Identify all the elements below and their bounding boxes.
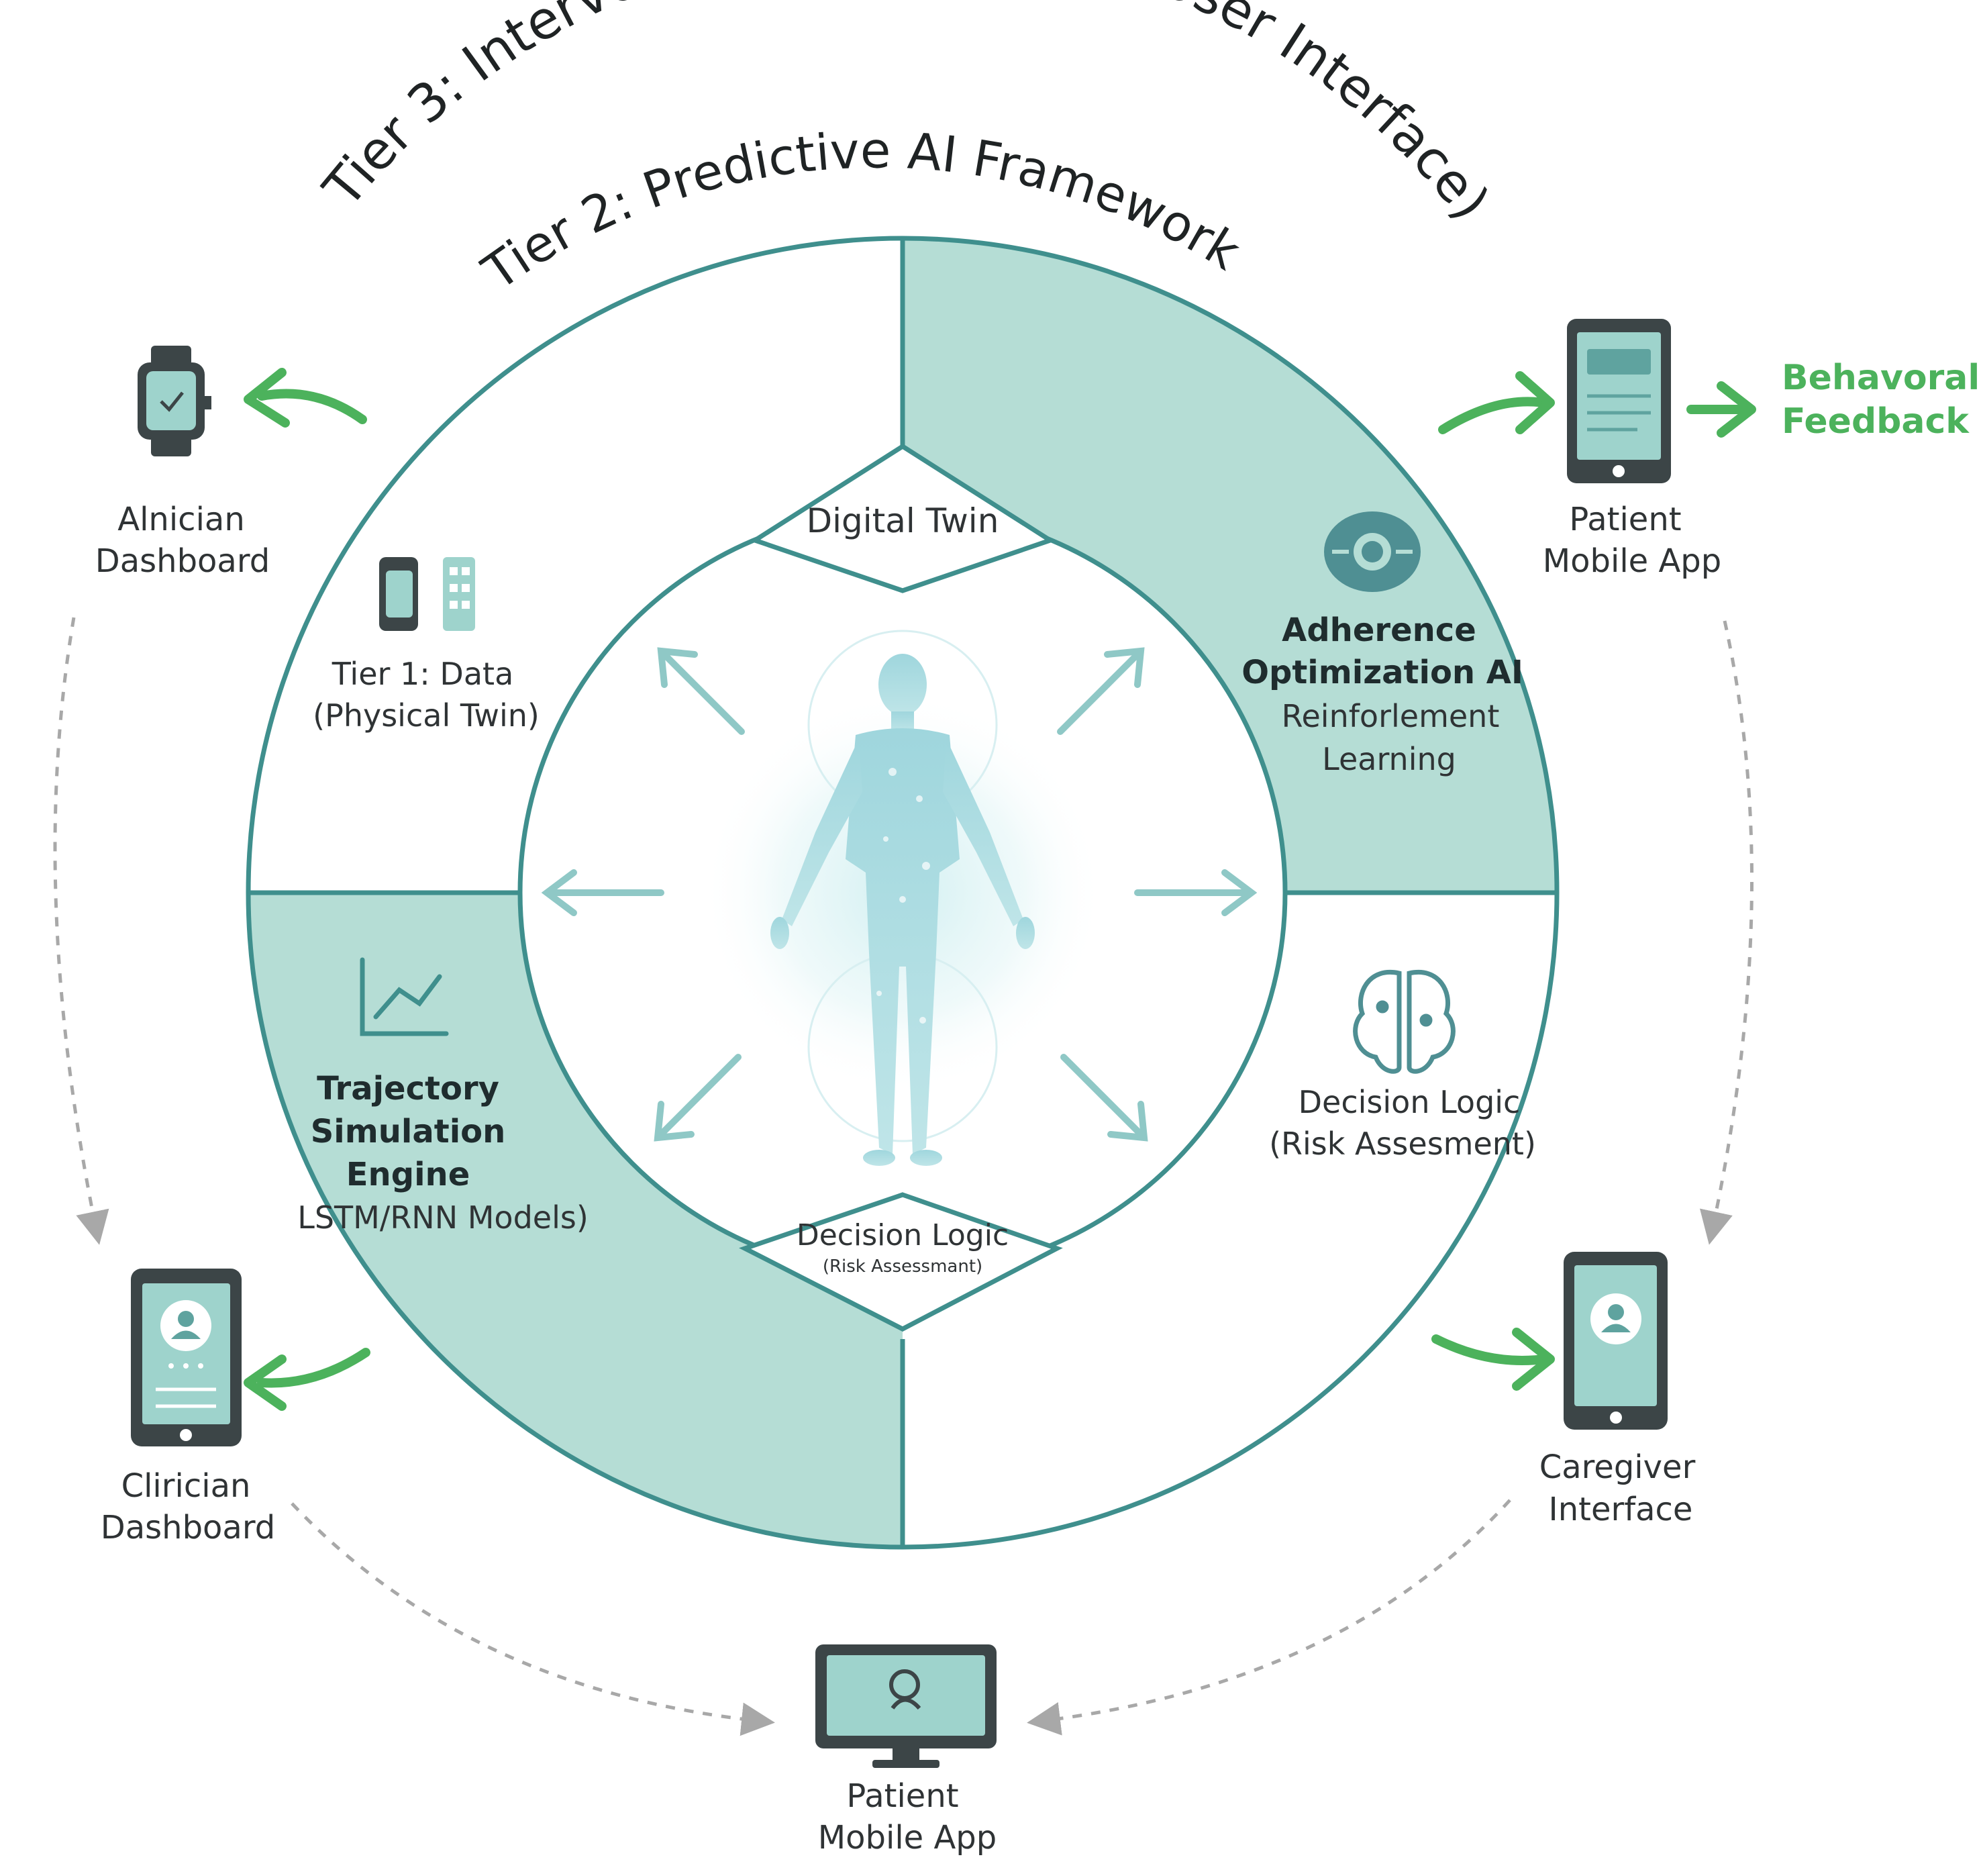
bottom-left-line2: Dashboard: [101, 1509, 275, 1546]
digital-twin-figure: [701, 630, 1104, 1166]
digital-twin-diamond: Digital Twin: [749, 443, 1056, 593]
decision-line2: (Risk Assesment): [1269, 1126, 1536, 1162]
brain-icon: [1353, 970, 1456, 1074]
green-arrows: [244, 368, 1756, 1411]
trajectory-block: Trajectory Simulation Engine LSTM/RNN Mo…: [297, 957, 589, 1236]
bottom-right-line1: Caregiver: [1539, 1448, 1696, 1486]
camera-lens-icon: [1324, 511, 1421, 592]
adherence-line4: Learning: [1322, 741, 1456, 777]
wearable-data-icon: [379, 557, 475, 631]
device-top-left[interactable]: Alnician Dashboard: [95, 346, 270, 580]
tier1-label-1: Tier 1: Data: [332, 656, 514, 692]
device-top-right[interactable]: Patient Mobile App: [1543, 319, 1721, 580]
decision-diamond-sub: (Risk Assessmant): [823, 1256, 982, 1277]
tier1-label-2: (Physical Twin): [313, 697, 540, 734]
adherence-line3: Reinforlement: [1282, 698, 1500, 734]
device-bottom[interactable]: Patient Mobile App: [815, 1644, 997, 1857]
behavioral-feedback: Behavoral Feedback: [1782, 358, 1980, 442]
tablet-icon: [1567, 319, 1671, 483]
decision-line1: Decision Logic: [1299, 1084, 1521, 1120]
top-right-line2: Mobile App: [1543, 542, 1721, 580]
behavioral-line1: Behavoral: [1782, 358, 1980, 398]
tier1-data: Tier 1: Data (Physical Twin): [313, 557, 540, 734]
tier3-title: Tier 3: Intervention & Monitoring (User …: [312, 0, 1501, 232]
trajectory-line1: Trajectory: [317, 1070, 499, 1107]
digital-twin-label: Digital Twin: [807, 501, 999, 540]
top-right-line1: Patient: [1569, 501, 1681, 538]
top-left-line1: Alnician: [117, 501, 245, 538]
bottom-left-line1: Clirician: [121, 1467, 251, 1505]
cycle-arrows: [53, 617, 1754, 1736]
trajectory-line3: Engine: [346, 1156, 470, 1193]
decision-diamond-title: Decision Logic: [797, 1218, 1009, 1252]
decision-block: Decision Logic (Risk Assesment): [1269, 970, 1536, 1162]
human-body-icon: [770, 654, 1035, 1166]
inner-arrows: [541, 647, 1258, 1142]
line-chart-icon: [360, 957, 449, 1036]
bottom-line2: Mobile App: [818, 1819, 997, 1857]
trajectory-quadrant: [248, 893, 903, 1547]
adherence-line1: Adherence: [1282, 611, 1476, 649]
phone-user-icon: [1564, 1252, 1668, 1430]
device-bottom-right[interactable]: Caregiver Interface: [1539, 1252, 1696, 1528]
smartwatch-icon: [138, 346, 211, 456]
trajectory-line4: LSTM/RNN Models): [297, 1199, 589, 1236]
device-bottom-left[interactable]: Clirician Dashboard: [101, 1269, 275, 1546]
bottom-line1: Patient: [846, 1777, 958, 1815]
adherence-quadrant: [903, 238, 1557, 893]
decision-diamond: Decision Logic (Risk Assessmant): [739, 1192, 1063, 1332]
top-left-line2: Dashboard: [95, 542, 270, 580]
bottom-right-line2: Interface: [1549, 1491, 1693, 1528]
adherence-block: Adherence Optimization AI Reinforlement …: [1241, 511, 1523, 777]
monitor-icon: [815, 1644, 997, 1768]
behavioral-line2: Feedback: [1782, 401, 1970, 442]
adherence-line2: Optimization AI: [1241, 654, 1523, 691]
trajectory-line2: Simulation: [311, 1113, 506, 1150]
phone-profile-icon: [131, 1269, 242, 1446]
